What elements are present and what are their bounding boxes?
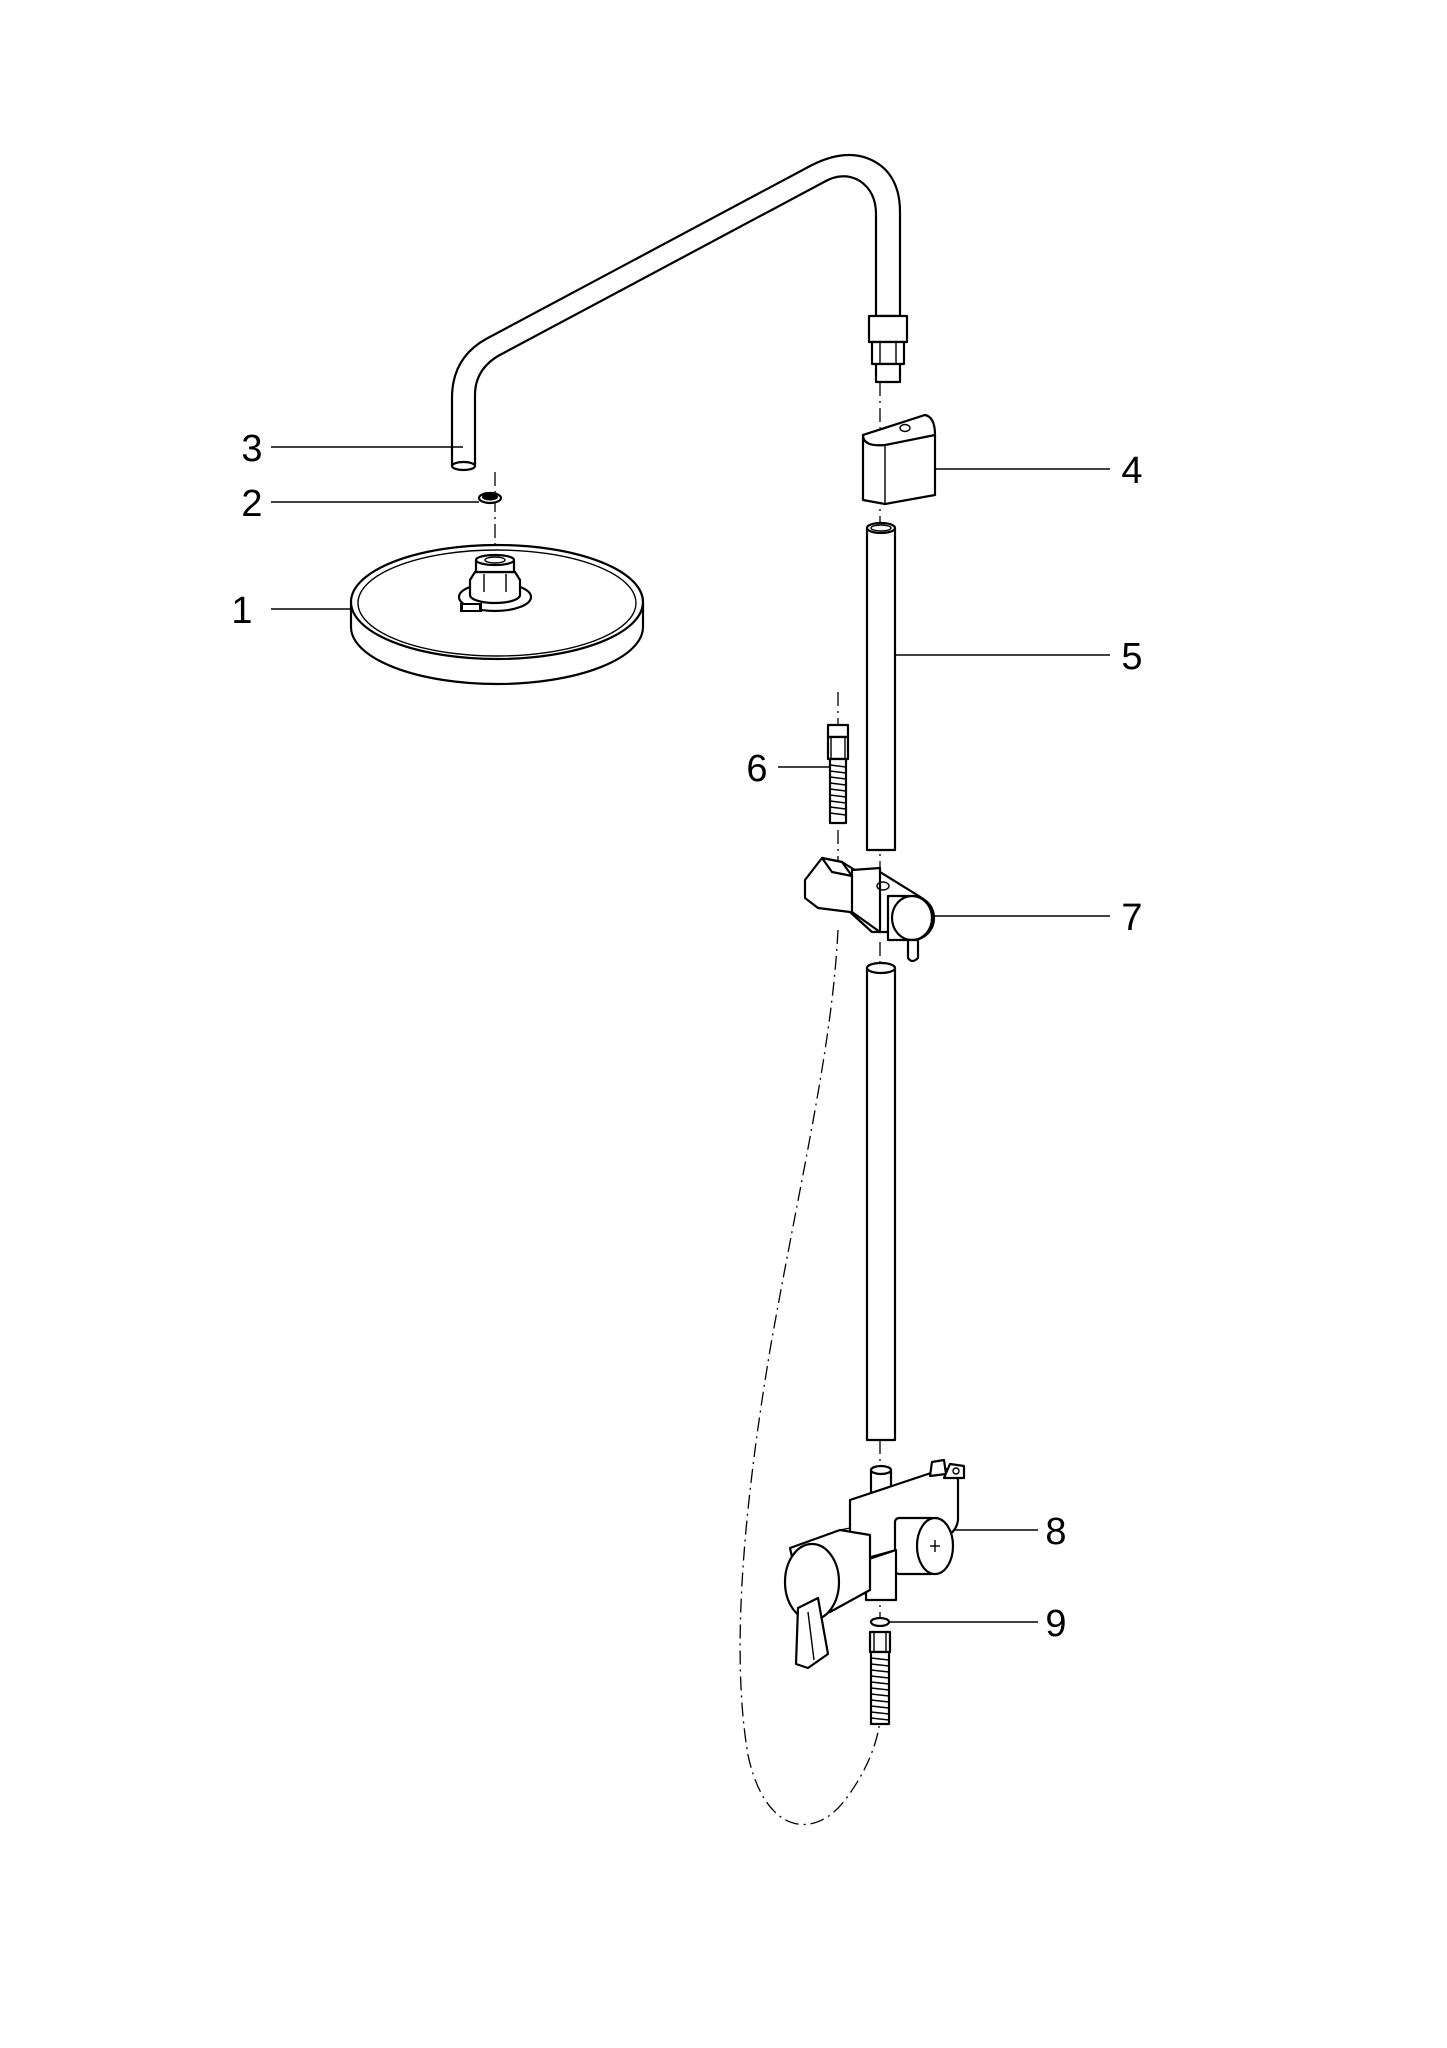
callout-3: 3: [241, 428, 262, 470]
callout-1: 1: [231, 590, 252, 632]
slider-with-hand-shower-holder: [803, 856, 936, 963]
riser-rail: [865, 521, 897, 1442]
wall-bracket: [861, 413, 937, 506]
leader-lines: [271, 446, 1110, 1623]
callout-numbers: 1 2 3 4 5 6 7 8 9: [231, 428, 1142, 1645]
callout-7: 7: [1121, 897, 1142, 939]
callout-6: 6: [746, 748, 767, 790]
callout-8: 8: [1045, 1511, 1066, 1553]
shower-hose-path: [739, 929, 881, 1825]
callout-2: 2: [241, 483, 262, 525]
hose-connector: [826, 723, 850, 825]
seal-ring: [869, 1616, 891, 1628]
lower-hose: [868, 1630, 892, 1726]
overhead-shower-head: [349, 543, 645, 686]
callout-9: 9: [1045, 1603, 1066, 1645]
shower-arm: [450, 154, 909, 472]
callout-5: 5: [1121, 636, 1142, 678]
flat-seal: [477, 491, 503, 505]
thermostatic-mixer: [783, 1458, 966, 1670]
callout-4: 4: [1121, 450, 1142, 492]
